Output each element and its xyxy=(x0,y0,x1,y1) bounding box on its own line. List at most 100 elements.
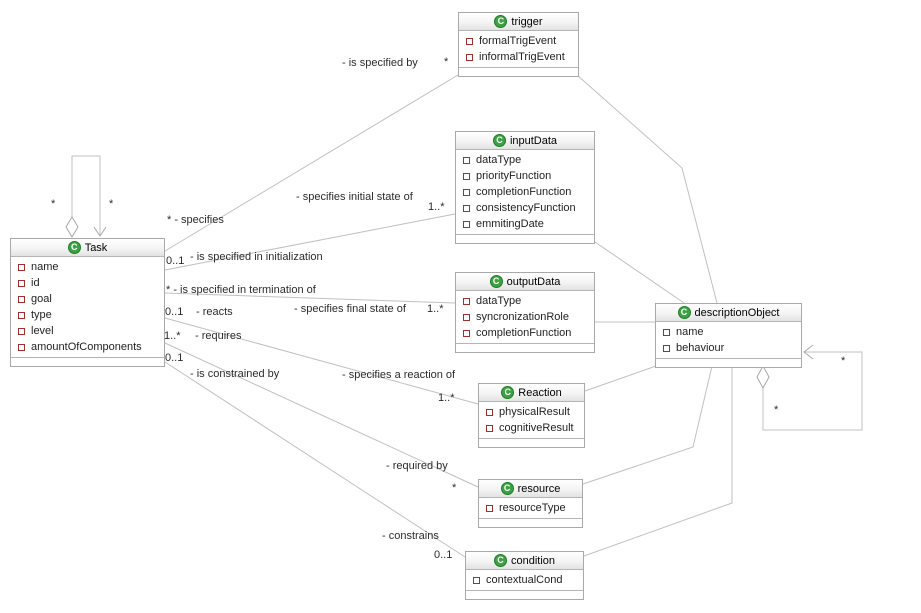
class-icon: C xyxy=(489,275,503,288)
attribute-name: resourceType xyxy=(499,502,566,514)
attribute-row[interactable]: contextualCond xyxy=(466,572,583,588)
attribute-row[interactable]: dataType xyxy=(456,152,594,168)
attribute-row[interactable]: cognitiveResult xyxy=(479,420,584,436)
private-field-icon xyxy=(463,188,470,196)
open-arrowhead-task xyxy=(93,226,107,237)
multiplicity-label: 0..1 xyxy=(165,306,184,318)
multiplicity-label: 0..1 xyxy=(166,255,185,267)
attribute-row[interactable]: consistencyFunction xyxy=(456,200,594,216)
class-reaction[interactable]: C Reaction physicalResult cognitiveResul… xyxy=(478,383,585,448)
class-condition[interactable]: C condition contextualCond xyxy=(465,551,584,600)
class-descriptionobject[interactable]: C descriptionObject name behaviour xyxy=(655,303,802,368)
role-label-constrains: - constrains xyxy=(382,530,439,542)
role-label-requires: - requires xyxy=(195,330,242,342)
class-trigger-header[interactable]: C trigger xyxy=(459,13,578,31)
edge-task-condition[interactable] xyxy=(164,361,466,558)
attribute-name: completionFunction xyxy=(476,327,572,339)
edge-inputdata-descriptionobject[interactable] xyxy=(594,241,685,304)
attributes-compartment: name id goal type level amountOfComponen… xyxy=(11,257,164,357)
attribute-row[interactable]: physicalResult xyxy=(479,404,584,420)
attribute-row[interactable]: behaviour xyxy=(656,340,801,356)
attributes-compartment: physicalResult cognitiveResult xyxy=(479,402,584,438)
attribute-row[interactable]: priorityFunction xyxy=(456,168,594,184)
private-field-icon xyxy=(18,311,25,319)
attribute-row[interactable]: informalTrigEvent xyxy=(459,49,578,65)
attribute-row[interactable]: emmitingDate xyxy=(456,216,594,232)
attribute-name: name xyxy=(676,326,704,338)
attribute-name: amountOfComponents xyxy=(31,341,142,353)
role-label-is-specified-in-initialization: - is specified in initialization xyxy=(190,251,323,263)
edge-task-reaction[interactable] xyxy=(164,317,479,405)
class-resource-header[interactable]: C resource xyxy=(479,480,582,498)
class-task-header[interactable]: C Task xyxy=(11,239,164,257)
class-outputdata[interactable]: C outputData dataType syncronizationRole… xyxy=(455,272,595,353)
class-condition-header[interactable]: C condition xyxy=(466,552,583,570)
edge-task-self[interactable] xyxy=(71,155,101,237)
private-field-icon xyxy=(486,424,493,432)
attribute-row[interactable]: formalTrigEvent xyxy=(459,33,578,49)
attribute-row[interactable]: amountOfComponents xyxy=(11,339,164,355)
role-label-required-by: - required by xyxy=(386,460,448,472)
attribute-row[interactable]: type xyxy=(11,307,164,323)
class-icon: C xyxy=(494,15,508,28)
class-trigger[interactable]: C trigger formalTrigEvent informalTrigEv… xyxy=(458,12,579,77)
attribute-name: completionFunction xyxy=(476,186,572,198)
role-label-reacts: - reacts xyxy=(196,306,233,318)
attribute-row[interactable]: name xyxy=(11,259,164,275)
attribute-row[interactable]: id xyxy=(11,275,164,291)
attribute-name: type xyxy=(31,309,52,321)
attribute-row[interactable]: dataType xyxy=(456,293,594,309)
private-field-icon xyxy=(486,504,493,512)
edge-task-outputdata[interactable] xyxy=(164,292,456,304)
attribute-row[interactable]: completionFunction xyxy=(456,325,594,341)
attribute-row[interactable]: goal xyxy=(11,291,164,307)
attribute-name: informalTrigEvent xyxy=(479,51,565,63)
attribute-name: level xyxy=(31,325,54,337)
private-field-icon xyxy=(466,53,473,61)
edge-task-resource[interactable] xyxy=(164,342,479,488)
edge-condition-descriptionobject[interactable] xyxy=(583,366,733,557)
multiplicity-label: * xyxy=(774,404,779,416)
attributes-compartment: formalTrigEvent informalTrigEvent xyxy=(459,31,578,67)
aggregation-diamond-task xyxy=(65,216,79,238)
class-name: inputData xyxy=(509,134,558,147)
class-reaction-header[interactable]: C Reaction xyxy=(479,384,584,402)
class-name: descriptionObject xyxy=(694,306,780,319)
attribute-row[interactable]: level xyxy=(11,323,164,339)
methods-compartment xyxy=(656,358,801,367)
private-field-icon xyxy=(463,172,470,180)
attribute-name: id xyxy=(31,277,40,289)
class-outputdata-header[interactable]: C outputData xyxy=(456,273,594,291)
edge-task-trigger[interactable] xyxy=(164,74,459,252)
multiplicity-label: * xyxy=(109,198,114,210)
private-field-icon xyxy=(463,313,470,321)
attribute-row[interactable]: resourceType xyxy=(479,500,582,516)
edge-descriptionobject-self[interactable] xyxy=(762,351,863,431)
private-field-icon xyxy=(463,220,470,228)
class-descriptionobject-header[interactable]: C descriptionObject xyxy=(656,304,801,322)
role-label-specifies-a-reaction-of: - specifies a reaction of xyxy=(342,369,456,381)
class-inputdata-header[interactable]: C inputData xyxy=(456,132,594,150)
edge-resource-descriptionobject[interactable] xyxy=(582,365,713,485)
multiplicity-label: * xyxy=(452,482,457,494)
attribute-row[interactable]: syncronizationRole xyxy=(456,309,594,325)
attributes-compartment: dataType priorityFunction completionFunc… xyxy=(456,150,594,234)
class-icon: C xyxy=(500,482,514,495)
class-resource[interactable]: C resource resourceType xyxy=(478,479,583,528)
role-label-is-constrained-by: - is constrained by xyxy=(190,368,280,380)
class-icon: C xyxy=(493,554,507,567)
multiplicity-label: 1..* xyxy=(164,330,181,342)
attribute-row[interactable]: completionFunction xyxy=(456,184,594,200)
private-field-icon xyxy=(18,343,25,351)
methods-compartment xyxy=(479,518,582,527)
attribute-name: syncronizationRole xyxy=(476,311,569,323)
attributes-compartment: contextualCond xyxy=(466,570,583,590)
class-inputdata[interactable]: C inputData dataType priorityFunction co… xyxy=(455,131,595,244)
edge-task-inputdata[interactable] xyxy=(164,213,456,271)
class-task[interactable]: C Task name id goal type level amountOfC… xyxy=(10,238,165,367)
edge-trigger-descriptionobject[interactable] xyxy=(576,74,718,304)
methods-compartment xyxy=(459,67,578,76)
edge-reaction-descriptionobject[interactable] xyxy=(584,365,657,392)
attribute-row[interactable]: name xyxy=(656,324,801,340)
